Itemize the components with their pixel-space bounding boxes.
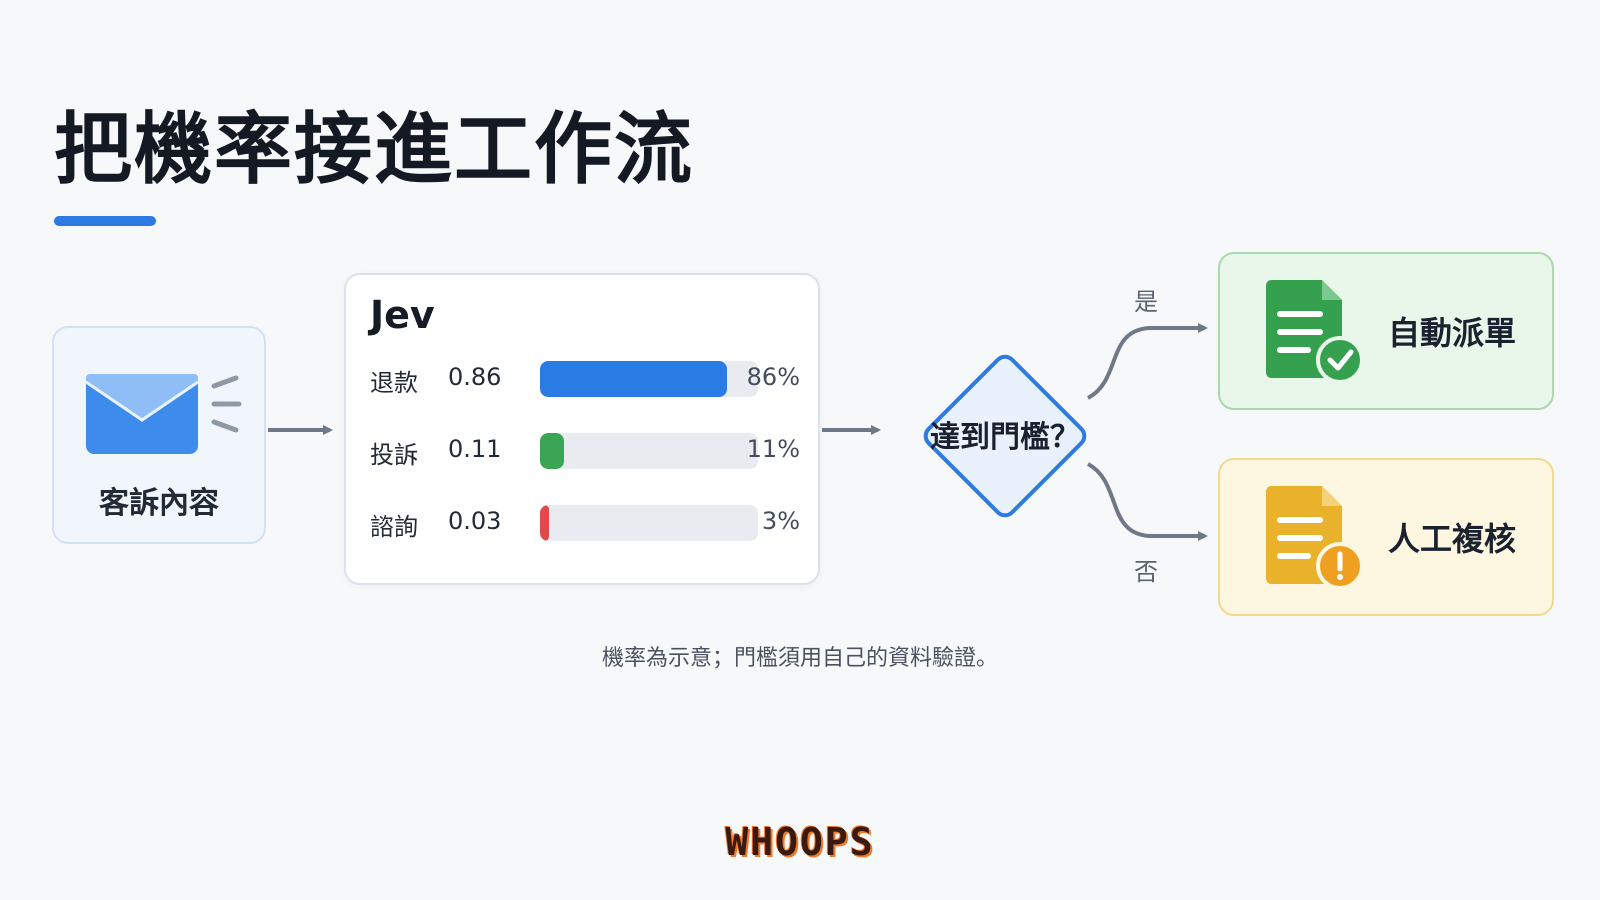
prob-percent: 86% (746, 363, 800, 391)
title-underline (54, 216, 156, 226)
prob-bar-track (540, 433, 758, 469)
envelope-icon (84, 368, 244, 462)
prob-value: 0.11 (448, 435, 502, 463)
prob-label: 投訴 (370, 441, 418, 469)
prob-row: 諮詢 0.03 3% (370, 503, 800, 543)
input-label: 客訴內容 (99, 486, 219, 521)
decision-label: 達到門檻？ (930, 420, 1080, 455)
prob-value: 0.86 (448, 363, 502, 391)
document-warning-icon (1258, 486, 1368, 600)
prob-row: 退款 0.86 86% (370, 359, 800, 399)
arrow-no-branch (1086, 462, 1208, 541)
arrow-yes-branch (1086, 323, 1208, 400)
page-title: 把機率接進工作流 (54, 105, 695, 195)
outcome-manual-card: 人工複核 (1218, 458, 1554, 616)
prob-row: 投訴 0.11 11% (370, 431, 800, 471)
whoops-logo: WHOOPS (725, 820, 875, 864)
prob-label: 諮詢 (370, 513, 418, 541)
outcome-auto-card: 自動派單 (1218, 252, 1554, 410)
prob-bar-track (540, 361, 758, 397)
decision-diamond (923, 354, 1087, 518)
classifier-card: Jev 退款 0.86 86% 投訴 0.11 11% 諮詢 0.03 3% (344, 273, 820, 585)
prob-percent: 11% (746, 435, 800, 463)
outcome-manual-label: 人工複核 (1388, 520, 1517, 558)
prob-bar-fill (540, 505, 549, 541)
prob-label: 退款 (370, 369, 418, 397)
prob-value: 0.03 (448, 507, 502, 535)
outcome-auto-label: 自動派單 (1388, 314, 1517, 352)
classifier-title: Jev (370, 293, 435, 337)
prob-bar-fill (540, 361, 728, 397)
prob-bar-fill (540, 433, 564, 469)
prob-percent: 3% (761, 507, 800, 535)
branch-label-no: 否 (1134, 558, 1158, 586)
footnote: 機率為示意；門檻須用自己的資料驗證。 (601, 646, 998, 671)
branch-label-yes: 是 (1134, 288, 1158, 316)
input-card: 客訴內容 (52, 326, 266, 544)
document-check-icon (1258, 280, 1368, 394)
prob-bar-track (540, 505, 758, 541)
